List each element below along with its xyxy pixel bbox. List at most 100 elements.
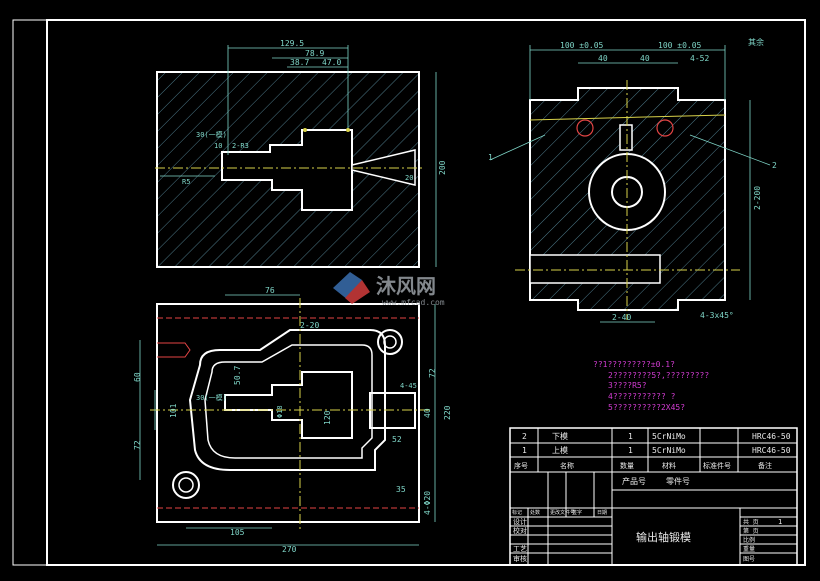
dim-plan-507: 50.7 xyxy=(233,366,242,385)
sign-col: 更改文件号 xyxy=(550,509,575,516)
title-block-text: 2 下模 1 5CrNiMo HRC46-50 1 上模 1 5CrNiMo H… xyxy=(512,431,791,563)
row-remark: HRC46-50 xyxy=(752,446,791,455)
row-qty: 1 xyxy=(628,446,633,455)
part-label: 零件号 xyxy=(666,476,690,486)
side-view: 100 ±0.05 100 ±0.05 40 40 4-52 2-200 2-4… xyxy=(488,37,777,323)
drawing-title: 输出轴锻模 xyxy=(636,530,691,544)
dim-top-47: 47.0 xyxy=(322,58,341,67)
watermark-logo-icon xyxy=(333,272,362,300)
dim-top-2r3: 2-R3 xyxy=(232,142,249,150)
side-bottom-channel xyxy=(529,254,661,284)
dim-top-129: 129.5 xyxy=(280,39,304,48)
roughness-label: 其余 xyxy=(748,37,764,47)
title-block xyxy=(509,427,798,566)
dim-plan-35: 35 xyxy=(396,485,406,494)
header-std: 标准件号 xyxy=(703,461,731,470)
note-line: 2????????5?,????????? xyxy=(608,371,709,380)
plan-view-block xyxy=(156,303,420,523)
marker-dot xyxy=(303,128,307,132)
dim-plan-40: 40 xyxy=(423,408,432,418)
dim-top-38: 38.7 xyxy=(290,58,309,67)
header-qty: 数量 xyxy=(620,461,634,470)
row-name: 上模 xyxy=(552,445,568,455)
dim-plan-4phi20: 4-Φ20 xyxy=(423,491,432,515)
dim-plan-445: 4-45 xyxy=(400,382,417,390)
dim-side-40b: 40 xyxy=(640,54,650,63)
dim-top-r5: R5 xyxy=(182,178,190,186)
sign-col: 标记 xyxy=(512,509,522,516)
guide-pin-bottom-inner xyxy=(178,477,194,493)
note-line: ??1?????????±0.1? xyxy=(593,360,675,369)
guide-pin-bottom xyxy=(172,471,200,499)
guide-hole xyxy=(656,119,674,137)
row-remark: HRC46-50 xyxy=(752,432,791,441)
watermark-url: www.mfcad.com xyxy=(382,298,445,307)
note-line: 4??????????? ? xyxy=(608,392,676,401)
dim-plan-220b: 220 xyxy=(443,405,452,420)
dim-plan-phi18: Φ18 xyxy=(276,405,284,418)
header-remark: 备注 xyxy=(758,461,772,470)
dim-plan-105: 105 xyxy=(230,528,245,537)
right-label: 共 页 xyxy=(743,518,759,526)
scale-value: 1 xyxy=(778,518,782,526)
guide-pin-top xyxy=(377,329,403,355)
leader-2: 2 xyxy=(772,161,777,170)
dim-top-78: 78.9 xyxy=(305,49,324,58)
dim-top-30: 30(一模) xyxy=(196,130,227,139)
dim-top-10: 10 xyxy=(214,142,222,150)
watermark: 沐风网 www.mfcad.com xyxy=(333,272,445,307)
dim-plan-101: 101 xyxy=(169,403,178,418)
flash-inner xyxy=(204,344,373,459)
right-label: 比例 xyxy=(743,536,755,544)
plan-view: 76 2-20 60 101 72 50.7 30(一模) 4-45 120 7… xyxy=(133,286,452,554)
note-line: 3????R5? xyxy=(608,381,647,390)
dim-side-chamfer: 4-3x45° xyxy=(700,311,734,320)
dim-plan-60: 60 xyxy=(133,372,142,382)
row-name: 下模 xyxy=(552,431,568,441)
row-material: 5CrNiMo xyxy=(652,432,686,441)
dim-plan-220: 2-20 xyxy=(300,321,319,330)
guide-hole xyxy=(576,119,594,137)
drill-mark xyxy=(157,342,191,358)
sign-col: 日期 xyxy=(597,510,607,516)
right-label: 重量 xyxy=(743,545,755,553)
dim-plan-52: 52 xyxy=(392,435,402,444)
note-line: 5??????????2X45? xyxy=(608,403,685,412)
sign-row: 审核 xyxy=(513,554,527,563)
header-no: 序号 xyxy=(514,461,528,470)
side-slot xyxy=(619,124,633,151)
leader-1: 1 xyxy=(488,153,493,162)
flash-outline xyxy=(188,329,386,471)
sign-col: 处数 xyxy=(530,509,540,516)
dim-side-452: 4-52 xyxy=(690,54,709,63)
dim-top-20: 20 xyxy=(405,174,413,182)
right-label: 图号 xyxy=(743,556,755,563)
top-view-runner xyxy=(351,149,416,186)
dim-side-240: 2-40 xyxy=(612,313,631,322)
guide-pin-top-inner xyxy=(383,335,397,349)
dim-plan-30: 30(一模) xyxy=(196,393,227,402)
sign-row: 设计 xyxy=(513,517,527,526)
row-qty: 1 xyxy=(628,432,633,441)
watermark-logo-icon xyxy=(345,280,370,304)
top-view-cavity xyxy=(221,129,353,211)
dim-plan-76: 76 xyxy=(265,286,275,295)
dim-plan-72b: 72 xyxy=(428,368,437,378)
part-cavity xyxy=(224,371,353,439)
dim-side-40a: 40 xyxy=(598,54,608,63)
right-label: 第 页 xyxy=(743,527,759,535)
header-name: 名称 xyxy=(560,461,574,470)
dim-side-100b: 100 ±0.05 xyxy=(658,41,702,50)
dim-side-2200: 2-200 xyxy=(753,186,762,210)
dim-plan-120: 120 xyxy=(323,410,332,425)
dim-plan-72a: 72 xyxy=(133,440,142,450)
watermark-brand: 沐风网 xyxy=(376,274,436,298)
header-material: 材料 xyxy=(662,461,676,470)
technical-notes: ??1?????????±0.1? 2????????5?,????????? … xyxy=(593,360,709,412)
inner-frame xyxy=(46,19,806,566)
dim-top-200: 200 xyxy=(438,160,447,175)
marker-dot xyxy=(346,128,350,132)
product-label: 产品号 xyxy=(622,476,646,486)
sign-row: 校对 xyxy=(513,526,527,535)
sign-col: 签字 xyxy=(572,509,582,516)
